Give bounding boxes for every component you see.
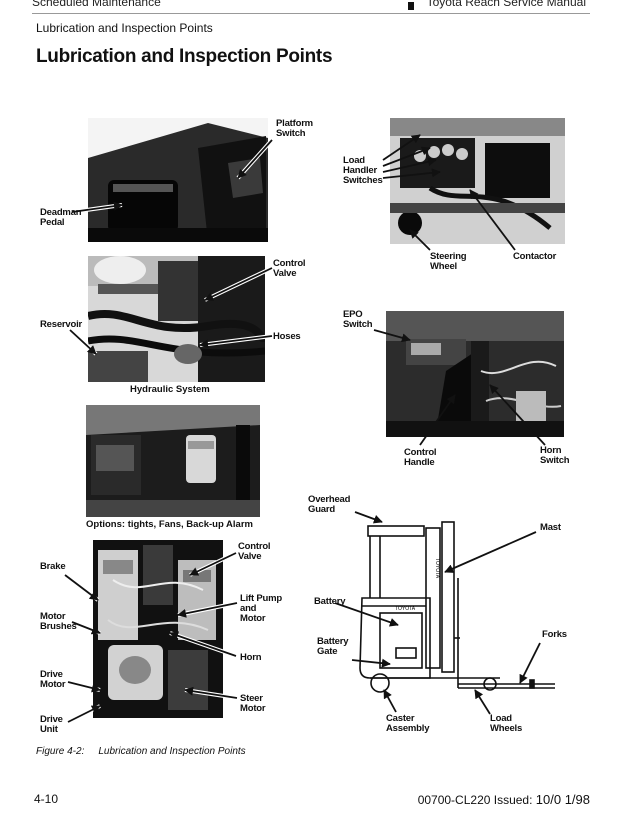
label-load-wheels: Load Wheels <box>490 713 523 734</box>
figure-caption-text: Lubrication and Inspection Points <box>98 746 246 757</box>
photo-load-handler <box>390 118 565 244</box>
label-lift-pump-motor: Lift Pump and Motor <box>240 593 282 624</box>
truck-body-text: TOYOTA <box>395 606 416 612</box>
truck-line-drawing: TOYOTA TOYOTA <box>340 518 560 708</box>
label-brake: Brake <box>40 561 66 572</box>
label-horn-switch: Horn Switch <box>540 445 570 466</box>
photo-options <box>86 405 260 517</box>
options-caption: Options: tights, Fans, Back-up Alarm <box>86 519 253 530</box>
footer-doc-number: 00700-CL220 Issued: <box>417 793 533 807</box>
label-steer-motor: Steer Motor <box>240 693 266 714</box>
page-number: 4-10 <box>34 792 59 806</box>
label-contactor: Contactor <box>513 251 557 262</box>
label-forks: Forks <box>542 629 567 640</box>
label-epo-switch: EPO Switch <box>343 309 373 330</box>
section-subheading: Lubrication and Inspection Points <box>36 21 213 35</box>
running-header-left: Scheduled Maintenance <box>32 0 161 9</box>
label-horn: Horn <box>240 652 262 663</box>
truck-mast-text: TOYOTA <box>434 558 440 579</box>
label-battery-gate: Battery Gate <box>317 636 349 657</box>
photo-hydraulic-system <box>88 256 265 382</box>
hydraulic-system-caption: Hydraulic System <box>130 384 210 395</box>
label-steering-wheel: Steering Wheel <box>430 251 467 272</box>
label-control-valve: Control Valve <box>273 258 306 279</box>
footer-issue-date: 10/0 1/98 <box>535 792 590 807</box>
header-rule <box>32 13 590 14</box>
figure-caption: Figure 4-2: Lubrication and Inspection Po… <box>36 746 246 757</box>
label-drive-unit: Drive Unit <box>40 714 63 735</box>
footer-doc-info: 00700-CL220 Issued: 10/0 1/98 <box>418 792 590 807</box>
label-drive-motor: Drive Motor <box>40 669 66 690</box>
header-marker <box>408 2 414 10</box>
label-mast: Mast <box>540 522 561 533</box>
figure-number: Figure 4-2: <box>36 746 85 757</box>
photo-platform-deadman <box>88 118 268 242</box>
label-platform-switch: Platform Switch <box>276 118 313 139</box>
page-title: Lubrication and Inspection Points <box>36 46 333 67</box>
label-battery: Battery <box>314 596 346 607</box>
label-deadman-pedal: Deadman Pedal <box>40 207 82 228</box>
label-hoses: Hoses <box>273 331 301 342</box>
photo-drive-unit <box>93 540 223 718</box>
label-load-handler-switches: Load Handler Switches <box>343 155 383 186</box>
label-caster-assembly: Caster Assembly <box>386 713 430 734</box>
label-reservoir: Reservoir <box>40 319 83 330</box>
label-control-handle: Control Handle <box>404 447 437 468</box>
label-control-valve-2: Control Valve <box>238 541 271 562</box>
label-overhead-guard: Overhead Guard <box>308 494 351 515</box>
running-header-right: Toyota Reach Service Manual <box>426 0 586 9</box>
label-motor-brushes: Motor Brushes <box>40 611 77 632</box>
photo-control-handle <box>386 311 564 437</box>
